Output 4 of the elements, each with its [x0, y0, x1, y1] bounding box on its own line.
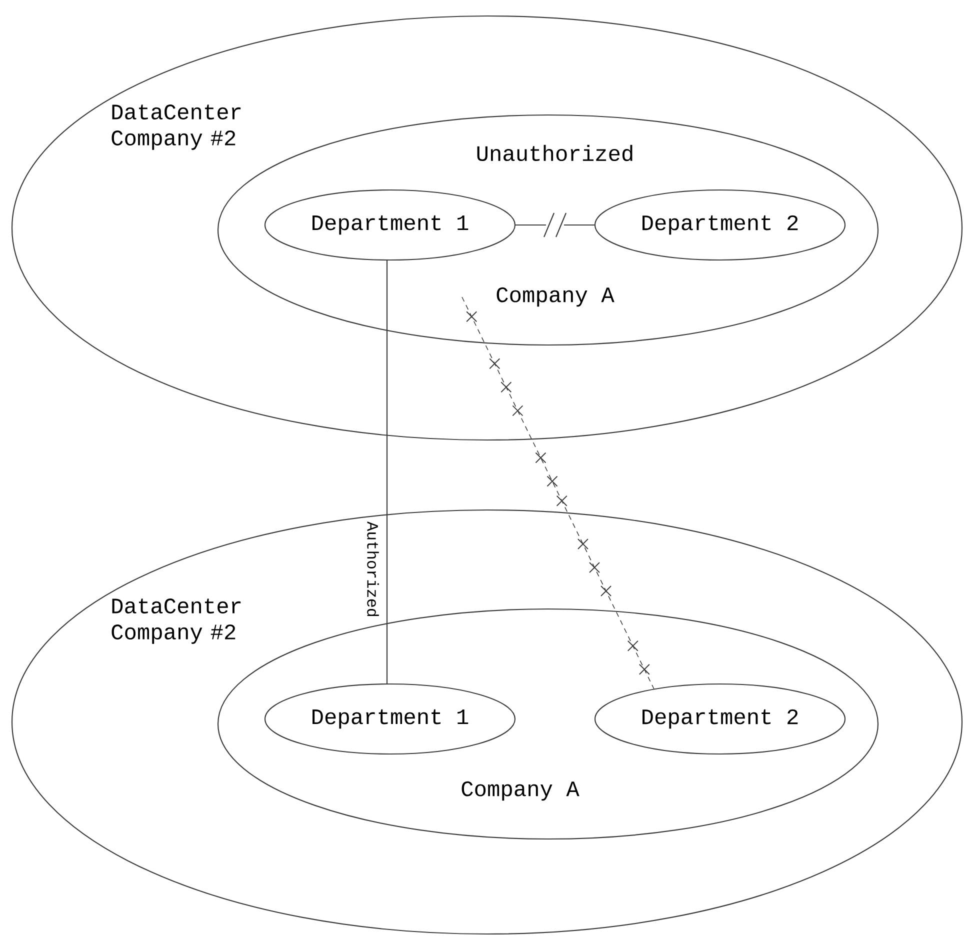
- connector-line: [386, 260, 388, 684]
- edge-label: Authorized: [367, 522, 379, 616]
- edge-label: Unauthorized: [477, 144, 632, 162]
- connector-line: [515, 224, 595, 226]
